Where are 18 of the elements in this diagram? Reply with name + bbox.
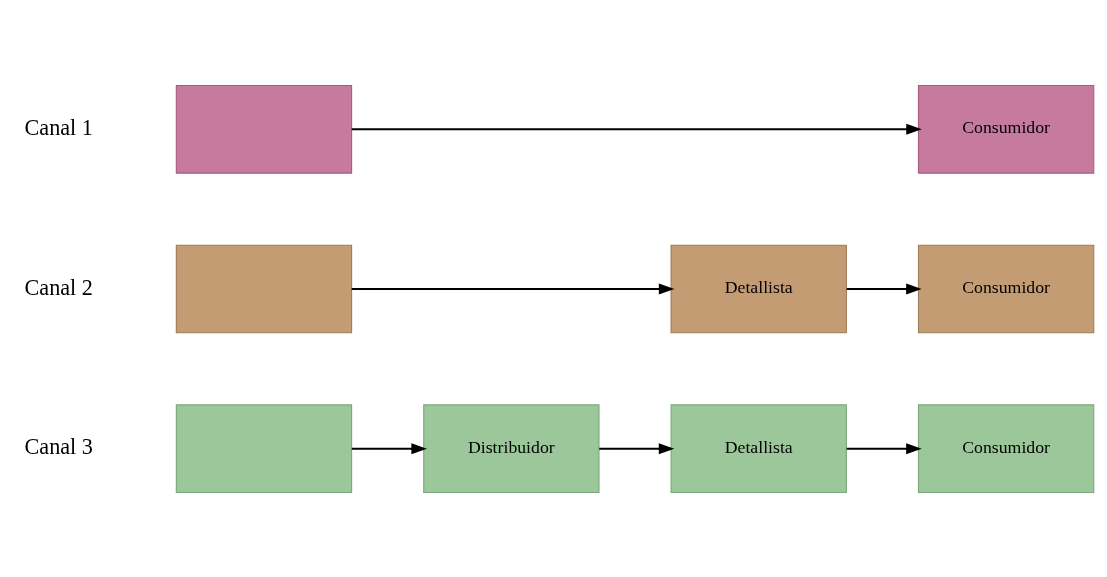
node-box: Consumidor (917, 244, 1095, 333)
node-box (175, 84, 353, 174)
node-box (175, 403, 353, 493)
label: Canal 1 (24, 114, 93, 140)
arrow (351, 123, 922, 135)
node-box: Consumidor (917, 84, 1095, 174)
arrow (599, 442, 675, 454)
node-box: Detallista (670, 244, 847, 333)
arrow (351, 283, 675, 294)
arrow (846, 442, 922, 454)
node-box: Consumidor (917, 403, 1095, 493)
node-box: Distribuidor (423, 403, 600, 493)
arrow (846, 283, 922, 294)
label: Canal 3 (24, 433, 93, 459)
arrow (351, 442, 427, 454)
label: Canal 2 (24, 274, 93, 300)
node-box (175, 244, 353, 333)
node-box: Detallista (670, 403, 847, 493)
